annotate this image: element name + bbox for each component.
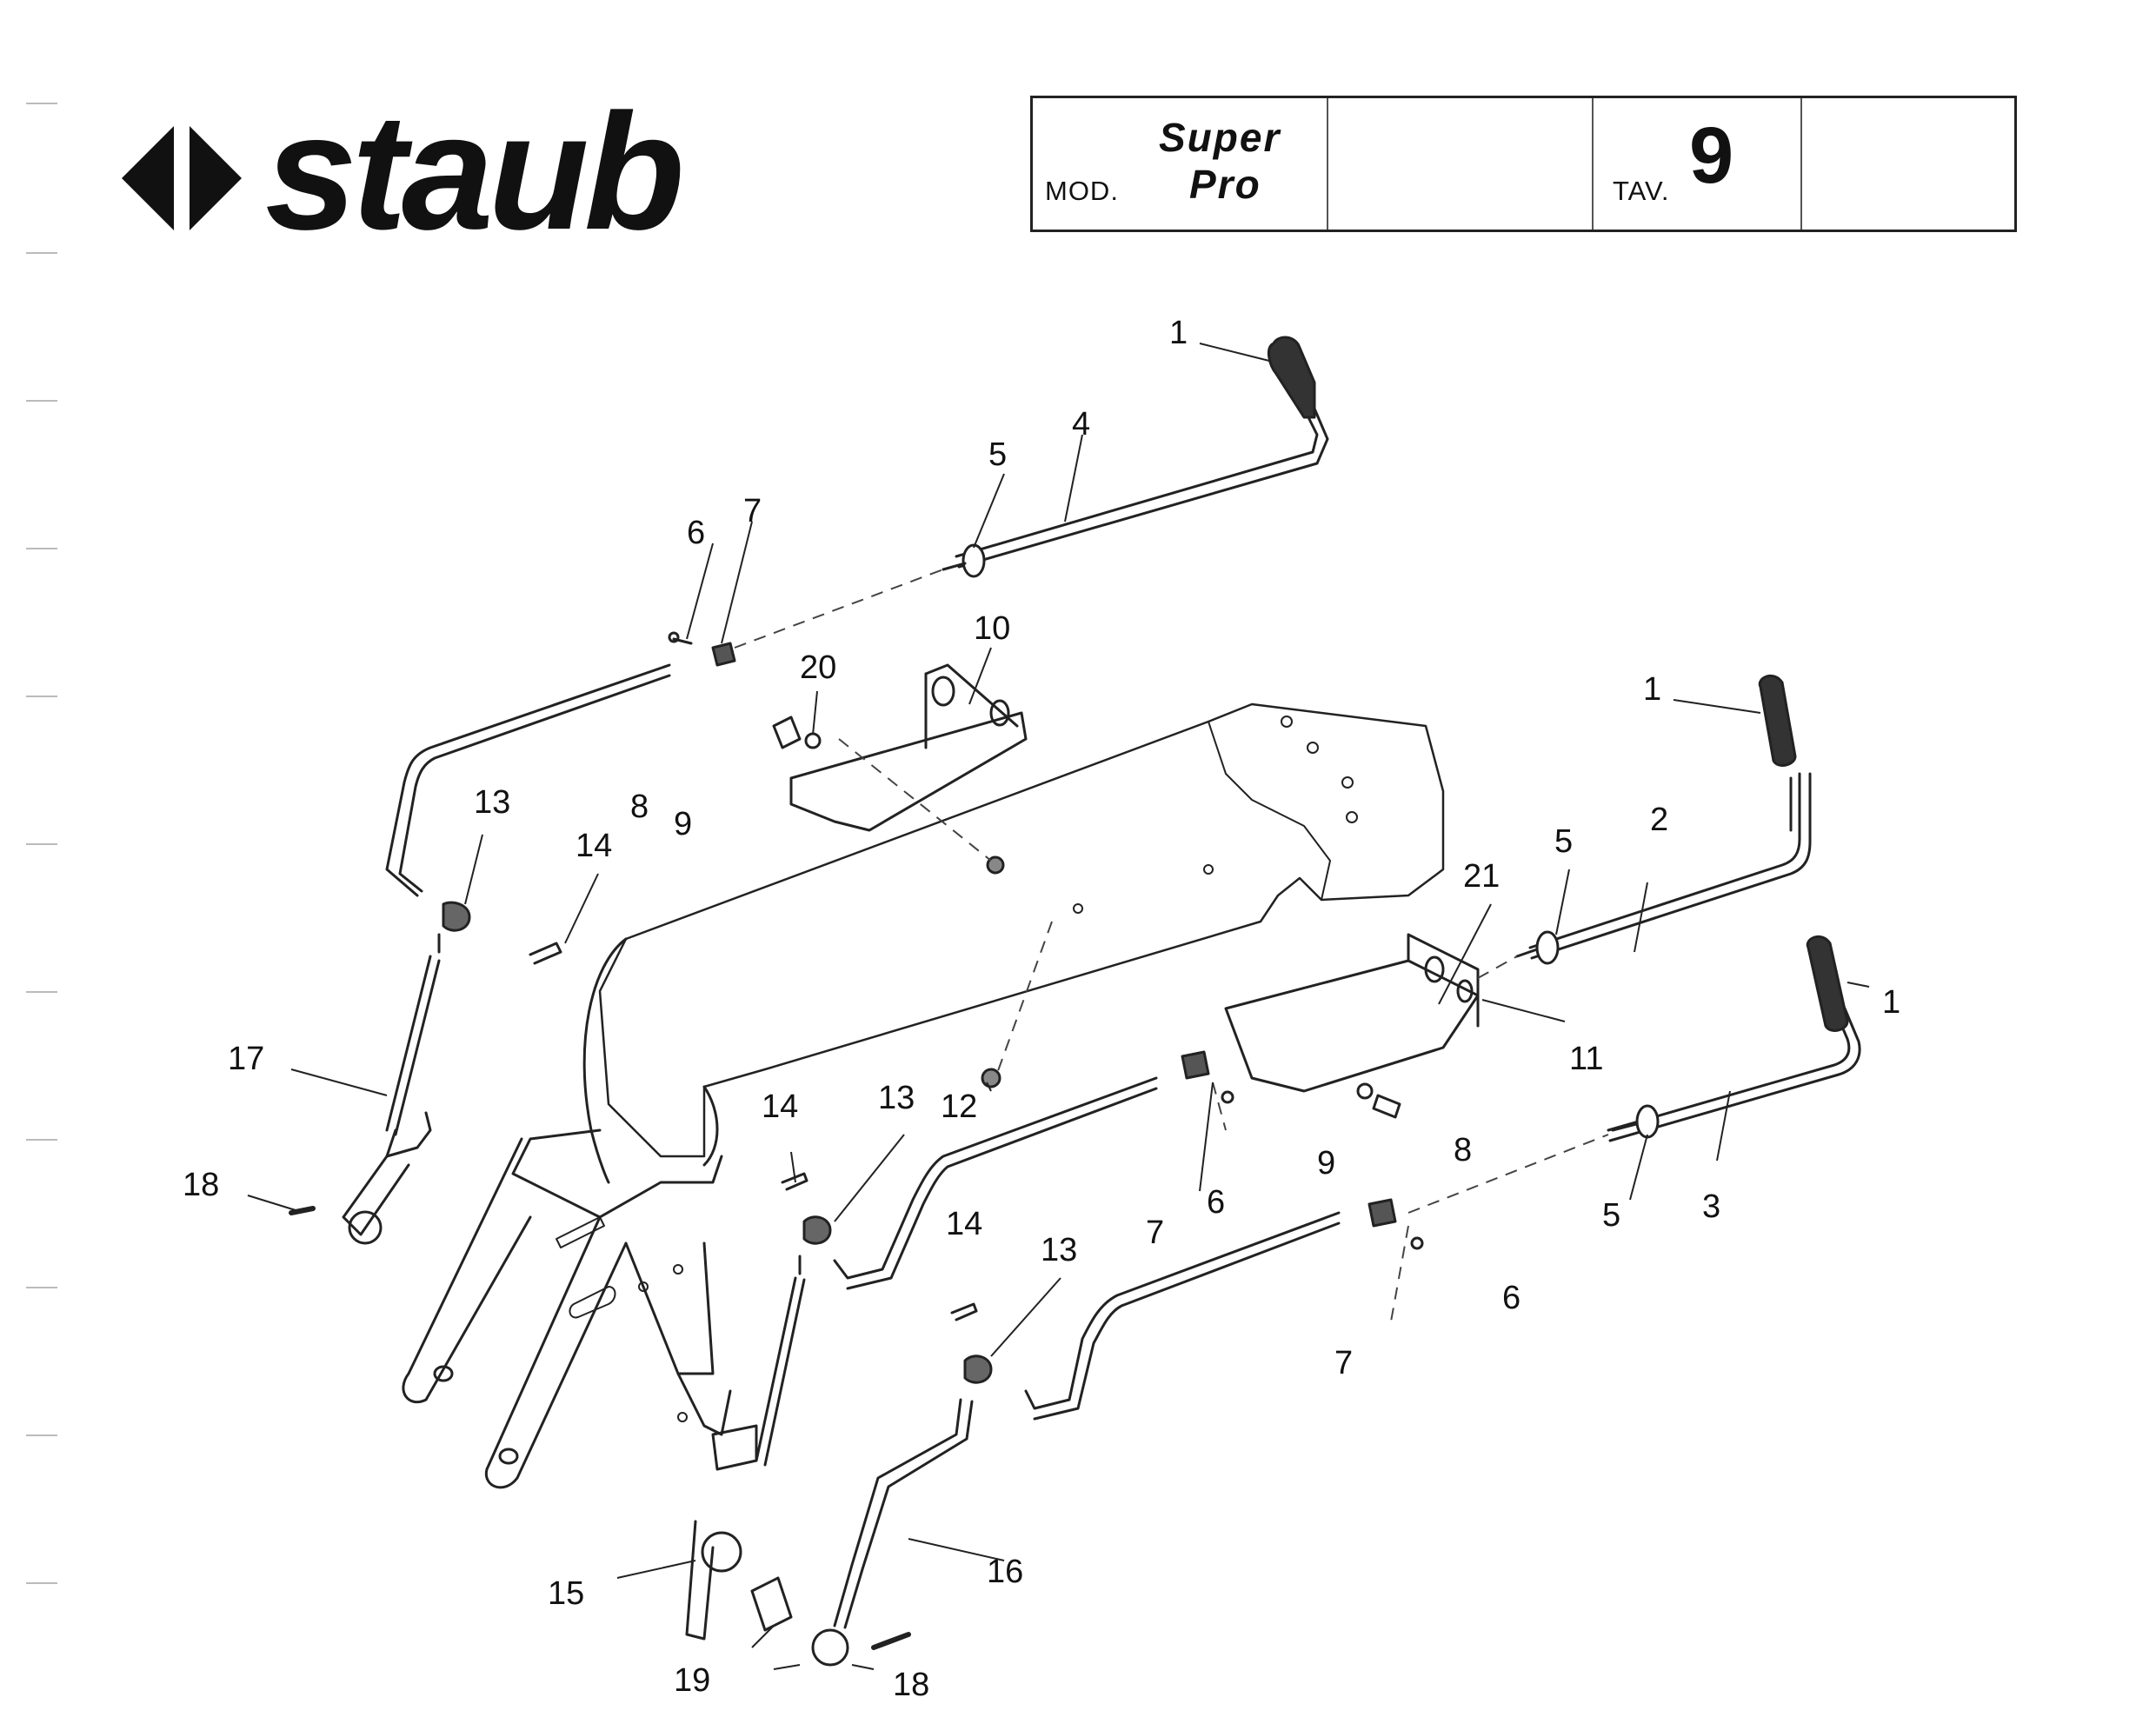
- callout-18-right: 18: [893, 1667, 929, 1703]
- margin-tick: [26, 1287, 57, 1288]
- margin-tick: [26, 991, 57, 993]
- washer-5-low: [1611, 1104, 1660, 1139]
- washer-5-top: [942, 543, 986, 578]
- callout-14-right: 14: [946, 1206, 982, 1242]
- brand-logo-graphic: staub: [122, 80, 686, 264]
- callout-6-low: 6: [1502, 1280, 1521, 1316]
- callout-3: 3: [1702, 1188, 1720, 1225]
- callout-15: 15: [548, 1575, 584, 1612]
- linkage-rod-left: [385, 663, 671, 897]
- staub-logo: staub: [122, 80, 869, 264]
- callout-9-top: 9: [674, 806, 692, 842]
- rod-assembly-17: [289, 901, 471, 1245]
- nut-12: [981, 1068, 1001, 1088]
- callout-16: 16: [987, 1554, 1023, 1590]
- callout-8-top: 8: [630, 789, 649, 825]
- cotter-pin-14c: [950, 1302, 978, 1321]
- callout-17: 17: [228, 1041, 264, 1077]
- cotter-pin-14a: [529, 942, 562, 965]
- washer-5-mid: [1515, 930, 1560, 965]
- callout-18-left: 18: [183, 1167, 219, 1203]
- logo-wordmark: staub: [265, 91, 681, 248]
- rod-assembly-15: [685, 1215, 832, 1641]
- lever-rod-2: [1528, 772, 1812, 960]
- assembly-lines: [734, 569, 1609, 1322]
- screw-8-washer-9-mid: [1356, 1082, 1401, 1119]
- clamp-6-7-top: [668, 631, 736, 667]
- handle-grip-low: [1806, 935, 1849, 1032]
- margin-tick: [26, 696, 57, 697]
- margin-tick: [26, 1139, 57, 1141]
- cotter-pin-14b: [781, 1172, 808, 1191]
- callout-4: 4: [1072, 406, 1090, 443]
- callout-8-mid: 8: [1454, 1132, 1472, 1168]
- callout-14-left: 14: [576, 828, 612, 864]
- lever-rod-4: [955, 407, 1329, 569]
- callout-1-mid: 1: [1643, 671, 1661, 708]
- margin-tick: [26, 1582, 57, 1584]
- linkage-rod-lower: [1024, 1211, 1341, 1421]
- callout-13-right: 13: [1041, 1232, 1077, 1268]
- callout-11: 11: [1569, 1041, 1603, 1077]
- callout-5-low: 5: [1602, 1197, 1620, 1234]
- model-cell: MOD. Super Pro: [1033, 98, 1328, 230]
- leader-lines: [247, 343, 1870, 1670]
- margin-tick: [26, 103, 57, 104]
- model-name-line-2: Pro: [1189, 162, 1261, 207]
- callout-2: 2: [1650, 802, 1668, 838]
- callout-20: 20: [800, 649, 836, 686]
- callout-7-mid: 7: [1146, 1215, 1164, 1251]
- housing-body: [402, 702, 1445, 1489]
- callout-13-center: 13: [878, 1080, 915, 1116]
- callout-14-center: 14: [762, 1088, 798, 1125]
- lever-rod-3: [1607, 1007, 1861, 1142]
- margin-tick: [26, 843, 57, 845]
- callout-7-low: 7: [1334, 1345, 1353, 1381]
- handle-grip-mid: [1758, 674, 1797, 767]
- linkage-rod-middle: [833, 1076, 1158, 1290]
- callout-1-low: 1: [1882, 984, 1900, 1021]
- tav-cell: TAV. 9: [1594, 98, 1802, 230]
- margin-tick: [26, 548, 57, 549]
- margin-tick: [26, 400, 57, 402]
- callout-6-top: 6: [687, 515, 705, 551]
- bracket-11-21: [1224, 933, 1480, 1093]
- bracket-10: [789, 663, 1028, 832]
- margin-tick: [26, 1434, 57, 1436]
- callout-19: 19: [674, 1662, 710, 1699]
- blank-cell-1: [1328, 98, 1594, 230]
- callout-labels: 1 1 1 2 3 4 5 5 5 6 6 6 7 7 7 8 8 9 9 10…: [183, 315, 1900, 1703]
- callout-13-left: 13: [474, 784, 510, 821]
- title-block: MOD. Super Pro TAV. 9: [1030, 96, 2017, 232]
- clamp-6-7-mid: [1181, 1050, 1234, 1104]
- rod-assembly-16: [811, 1355, 993, 1667]
- callout-5-mid: 5: [1554, 823, 1573, 860]
- nut-top: [986, 855, 1005, 875]
- handle-grip-top: [1267, 336, 1316, 419]
- callout-6-mid: 6: [1207, 1184, 1225, 1221]
- mod-label: MOD.: [1045, 176, 1119, 206]
- callout-9-mid: 9: [1317, 1145, 1335, 1182]
- callout-1-top: 1: [1169, 315, 1188, 351]
- clamp-6-7-low: [1367, 1198, 1424, 1250]
- callout-7-top: 7: [743, 493, 762, 529]
- tav-number: 9: [1689, 111, 1734, 200]
- callout-12: 12: [941, 1088, 977, 1125]
- callout-5-top: 5: [988, 436, 1007, 473]
- tav-label: TAV.: [1613, 176, 1670, 206]
- model-name-line-1: Super: [1159, 115, 1281, 160]
- margin-tick: [26, 252, 57, 254]
- callout-21: 21: [1463, 858, 1500, 895]
- callout-10: 10: [974, 610, 1010, 647]
